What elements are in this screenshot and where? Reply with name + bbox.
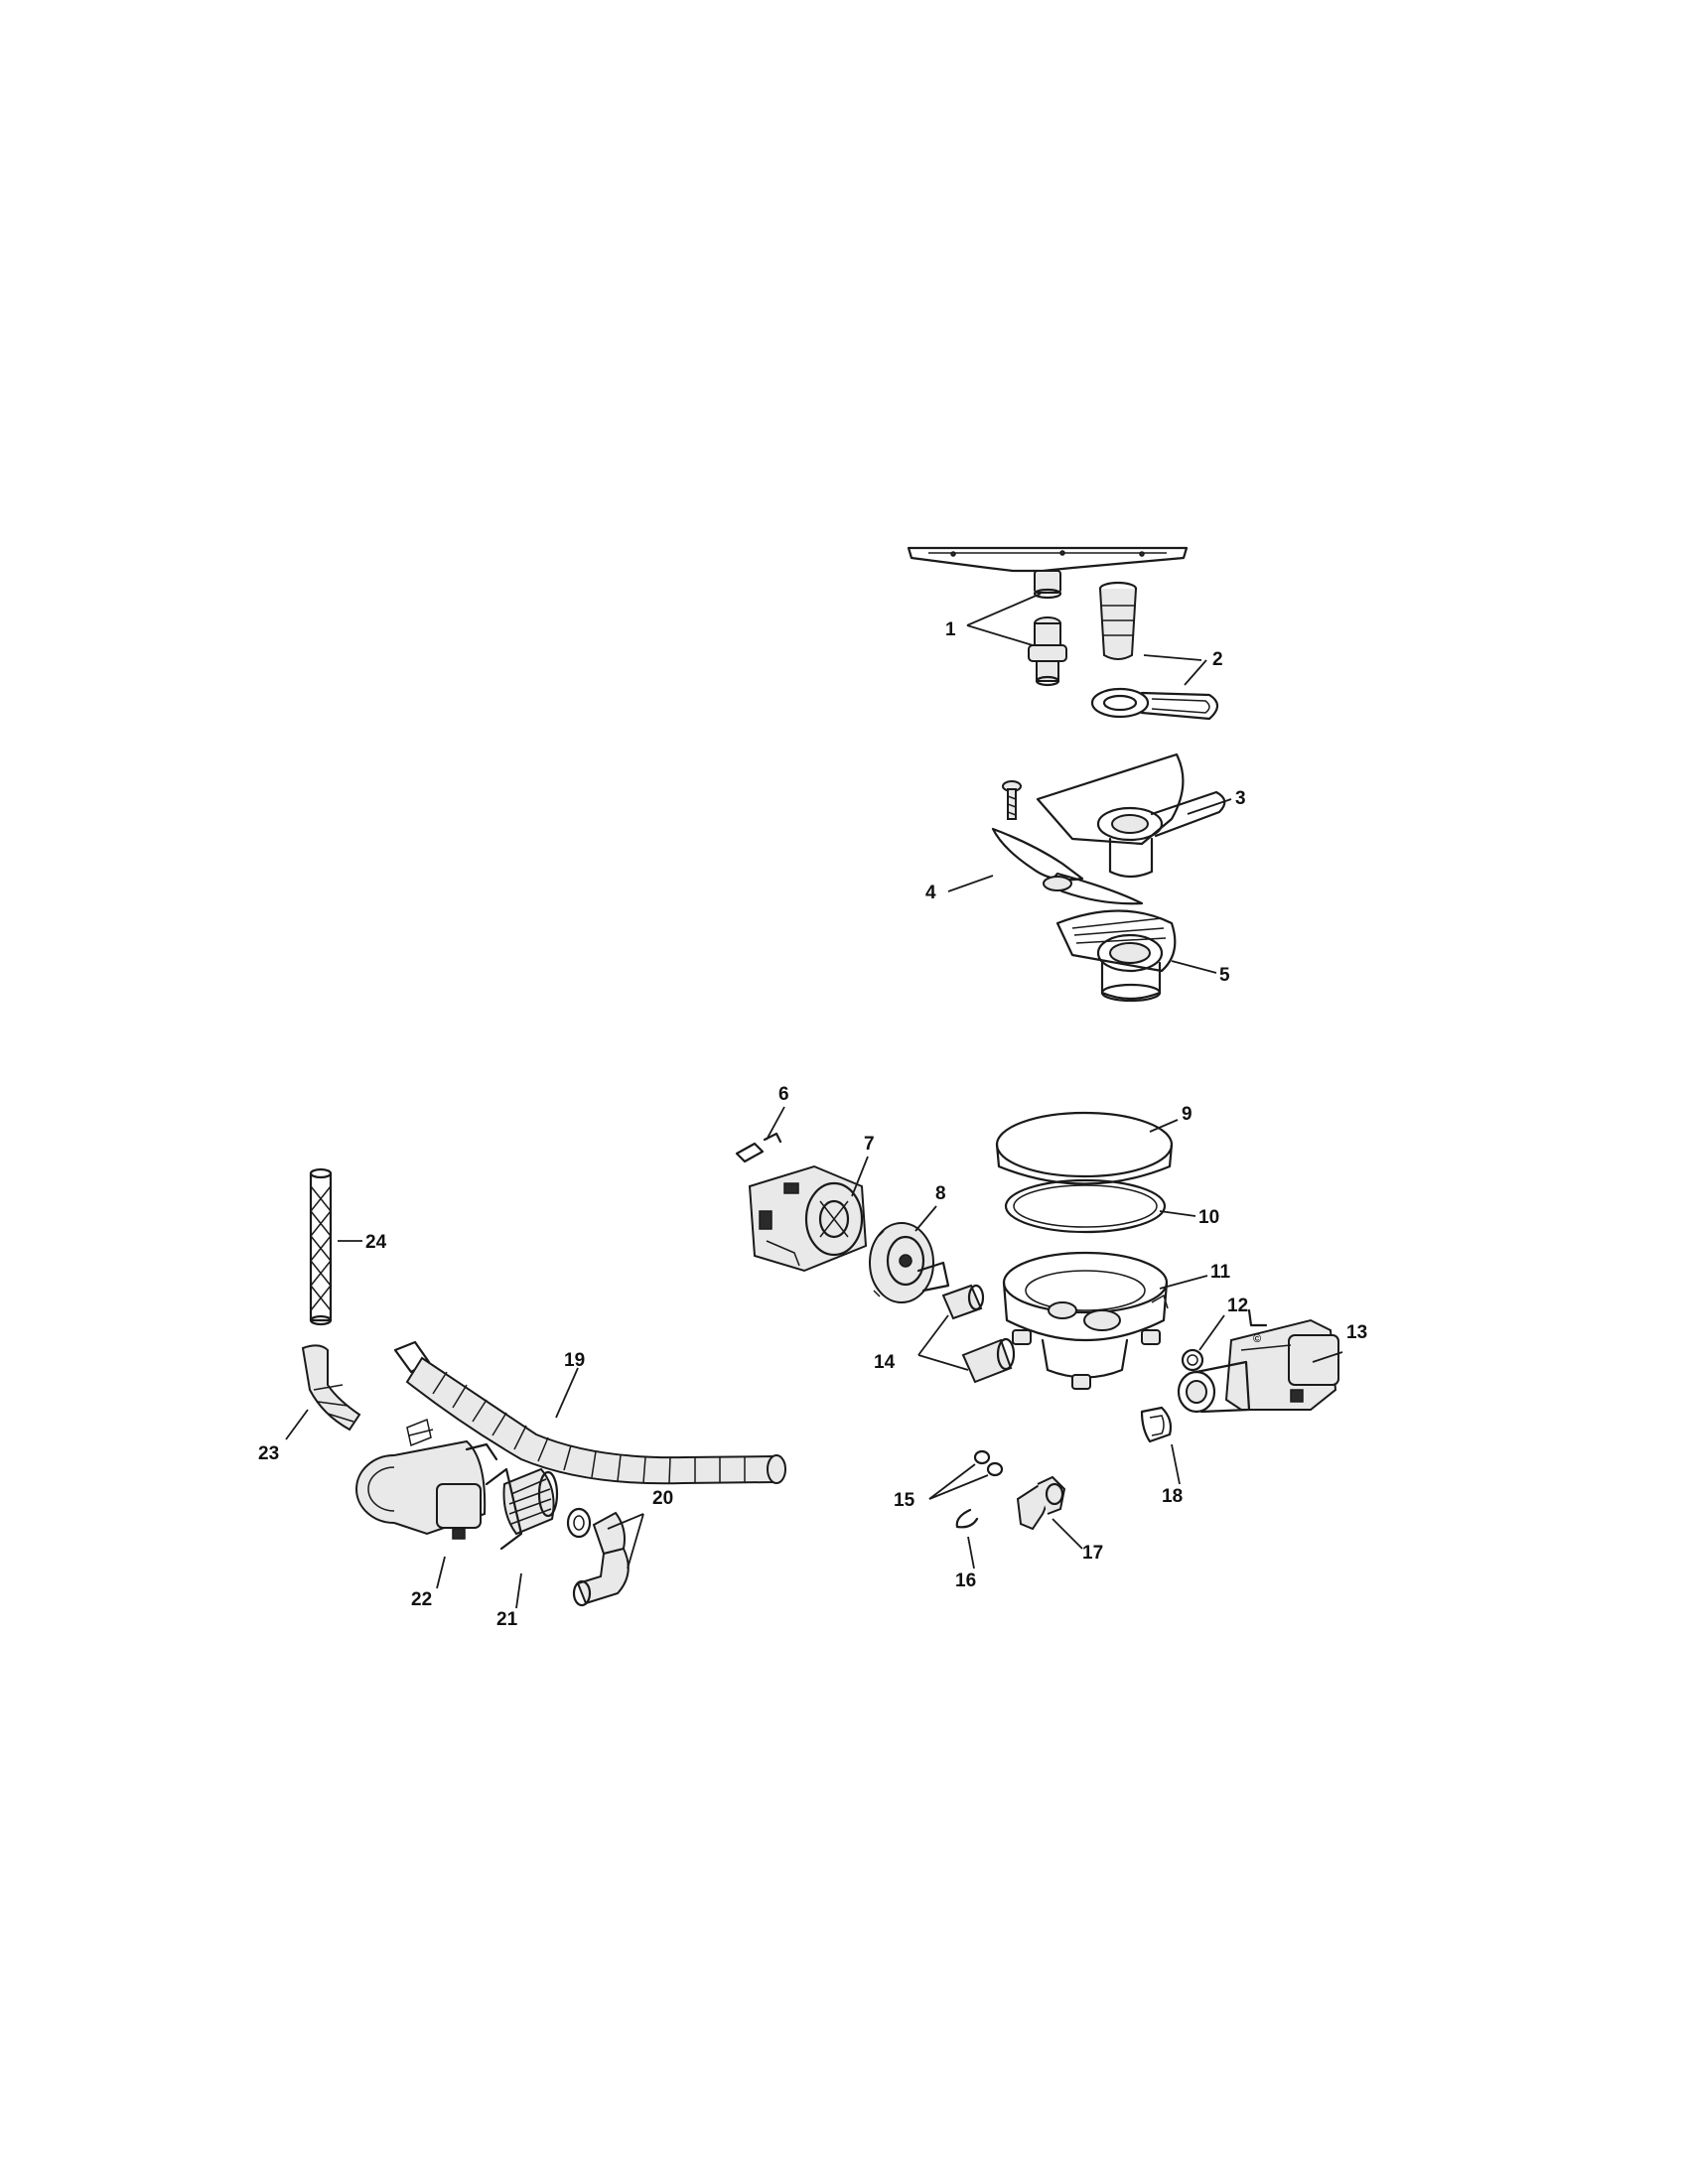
callout-8: 8 [935,1183,946,1204]
callout-3: 3 [1235,788,1246,809]
part-16-clamp [955,1508,979,1529]
callout-labels: 1 2 3 4 5 6 7 8 9 10 11 12 13 14 15 16 1… [258,619,1367,1630]
callout-9: 9 [1182,1104,1193,1125]
part-1-spray-arm-mount [1028,616,1067,687]
callout-21: 21 [496,1609,518,1630]
callout-14: 14 [874,1352,896,1373]
part-15-washers [973,1449,1004,1477]
part-18-bracket [1140,1406,1173,1443]
part-24-braided-hose [309,1167,333,1326]
part-4-screw-bracket [991,780,1144,905]
callout-17: 17 [1082,1543,1103,1564]
part-5-filter [1055,909,1177,1003]
leader-lines [285,593,1343,1609]
part-22-drain-pump [355,1418,498,1540]
part-17-elbow [1016,1475,1066,1531]
part-6-clip [735,1132,782,1163]
callout-23: 23 [258,1443,279,1464]
callout-15: 15 [894,1490,915,1511]
part-7-motor [748,1164,868,1273]
part-19-drain-hose [393,1340,786,1485]
callout-20: 20 [652,1488,673,1509]
callout-2: 2 [1212,649,1223,670]
part-2-tube-and-gasket [1090,581,1219,721]
part-9-seal-ring [995,1111,1174,1185]
callout-4: 4 [925,883,936,903]
part-1-spray-arm [907,546,1189,600]
callout-12: 12 [1227,1296,1248,1316]
callout-18: 18 [1162,1486,1183,1507]
callout-1: 1 [945,619,956,640]
callout-19: 19 [564,1350,585,1371]
part-21-coupler [485,1467,559,1551]
part-10-gasket [1004,1178,1167,1234]
callout-7: 7 [864,1134,875,1155]
callout-11: 11 [1210,1262,1231,1283]
part-20-elbow-gasket [566,1507,630,1607]
part-13-valve-assembly: © [1177,1308,1339,1414]
part-23-curved-hose [301,1344,361,1432]
callout-22: 22 [411,1589,432,1610]
callout-24: 24 [365,1232,387,1253]
part-8-pump-housing [869,1222,950,1303]
callout-13: 13 [1346,1322,1367,1343]
callout-10: 10 [1198,1207,1219,1228]
part-12-o-ring [1181,1348,1204,1372]
callout-6: 6 [778,1084,789,1105]
svg-text:©: © [1253,1333,1261,1345]
callout-16: 16 [955,1570,976,1591]
part-3-guide [1036,752,1226,879]
part-14-connectors [941,1284,1016,1384]
callout-5: 5 [1219,965,1230,986]
part-11-sump [1002,1251,1169,1390]
